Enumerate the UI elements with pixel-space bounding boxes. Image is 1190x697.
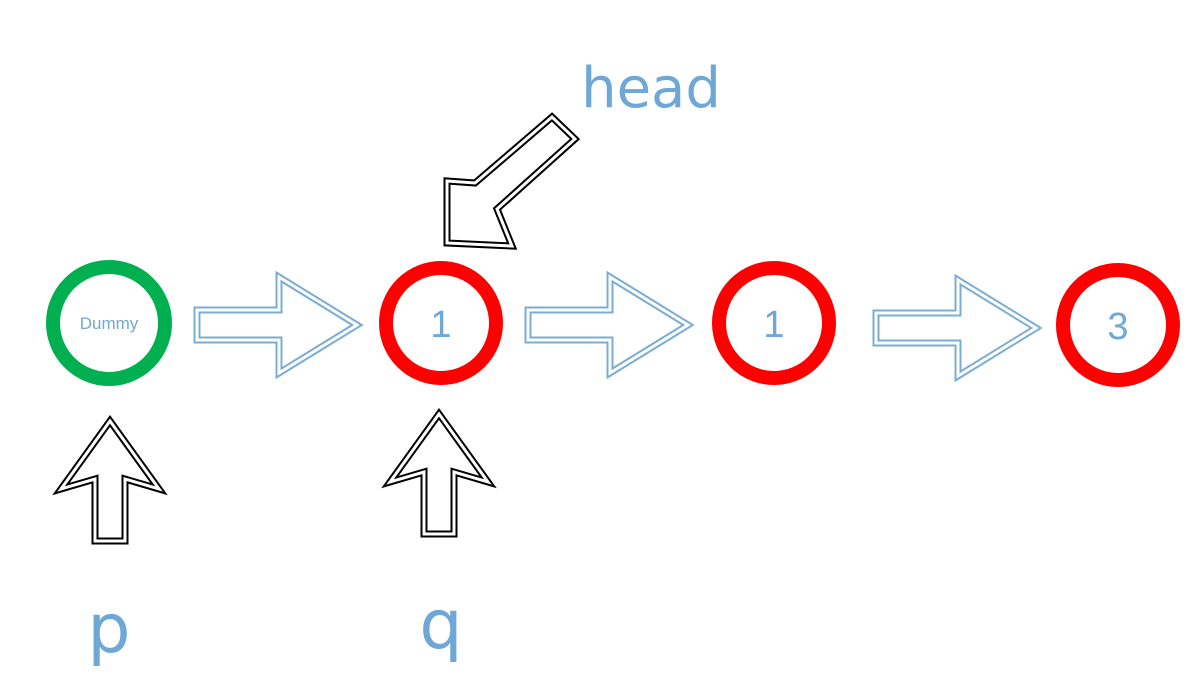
node-3-ring [1056, 263, 1180, 387]
node-dummy: Dummy [46, 260, 172, 386]
node-dummy-ring [46, 260, 172, 386]
node-2: 1 [712, 261, 836, 385]
link-arrow-n2-to-n3 [876, 280, 1036, 376]
node-1-ring [379, 261, 503, 385]
head-pointer-label: head [581, 56, 721, 121]
link-arrow-dummy-to-n1 [197, 277, 357, 373]
node-1: 1 [379, 261, 503, 385]
head-pointer-arrow-icon [443, 112, 581, 250]
node-3-label: 3 [1107, 306, 1128, 348]
node-2-ring [712, 261, 836, 385]
q-pointer-arrow-icon [390, 414, 488, 534]
p-pointer-arrow-icon [61, 421, 159, 541]
node-dummy-label: Dummy [80, 314, 139, 333]
p-pointer-label: p [87, 590, 130, 669]
node-2-label: 1 [763, 304, 784, 346]
node-1-label: 1 [430, 304, 451, 346]
link-arrow-n1-to-n2 [528, 277, 688, 373]
node-3: 3 [1056, 263, 1180, 387]
q-pointer-label: q [419, 586, 462, 665]
